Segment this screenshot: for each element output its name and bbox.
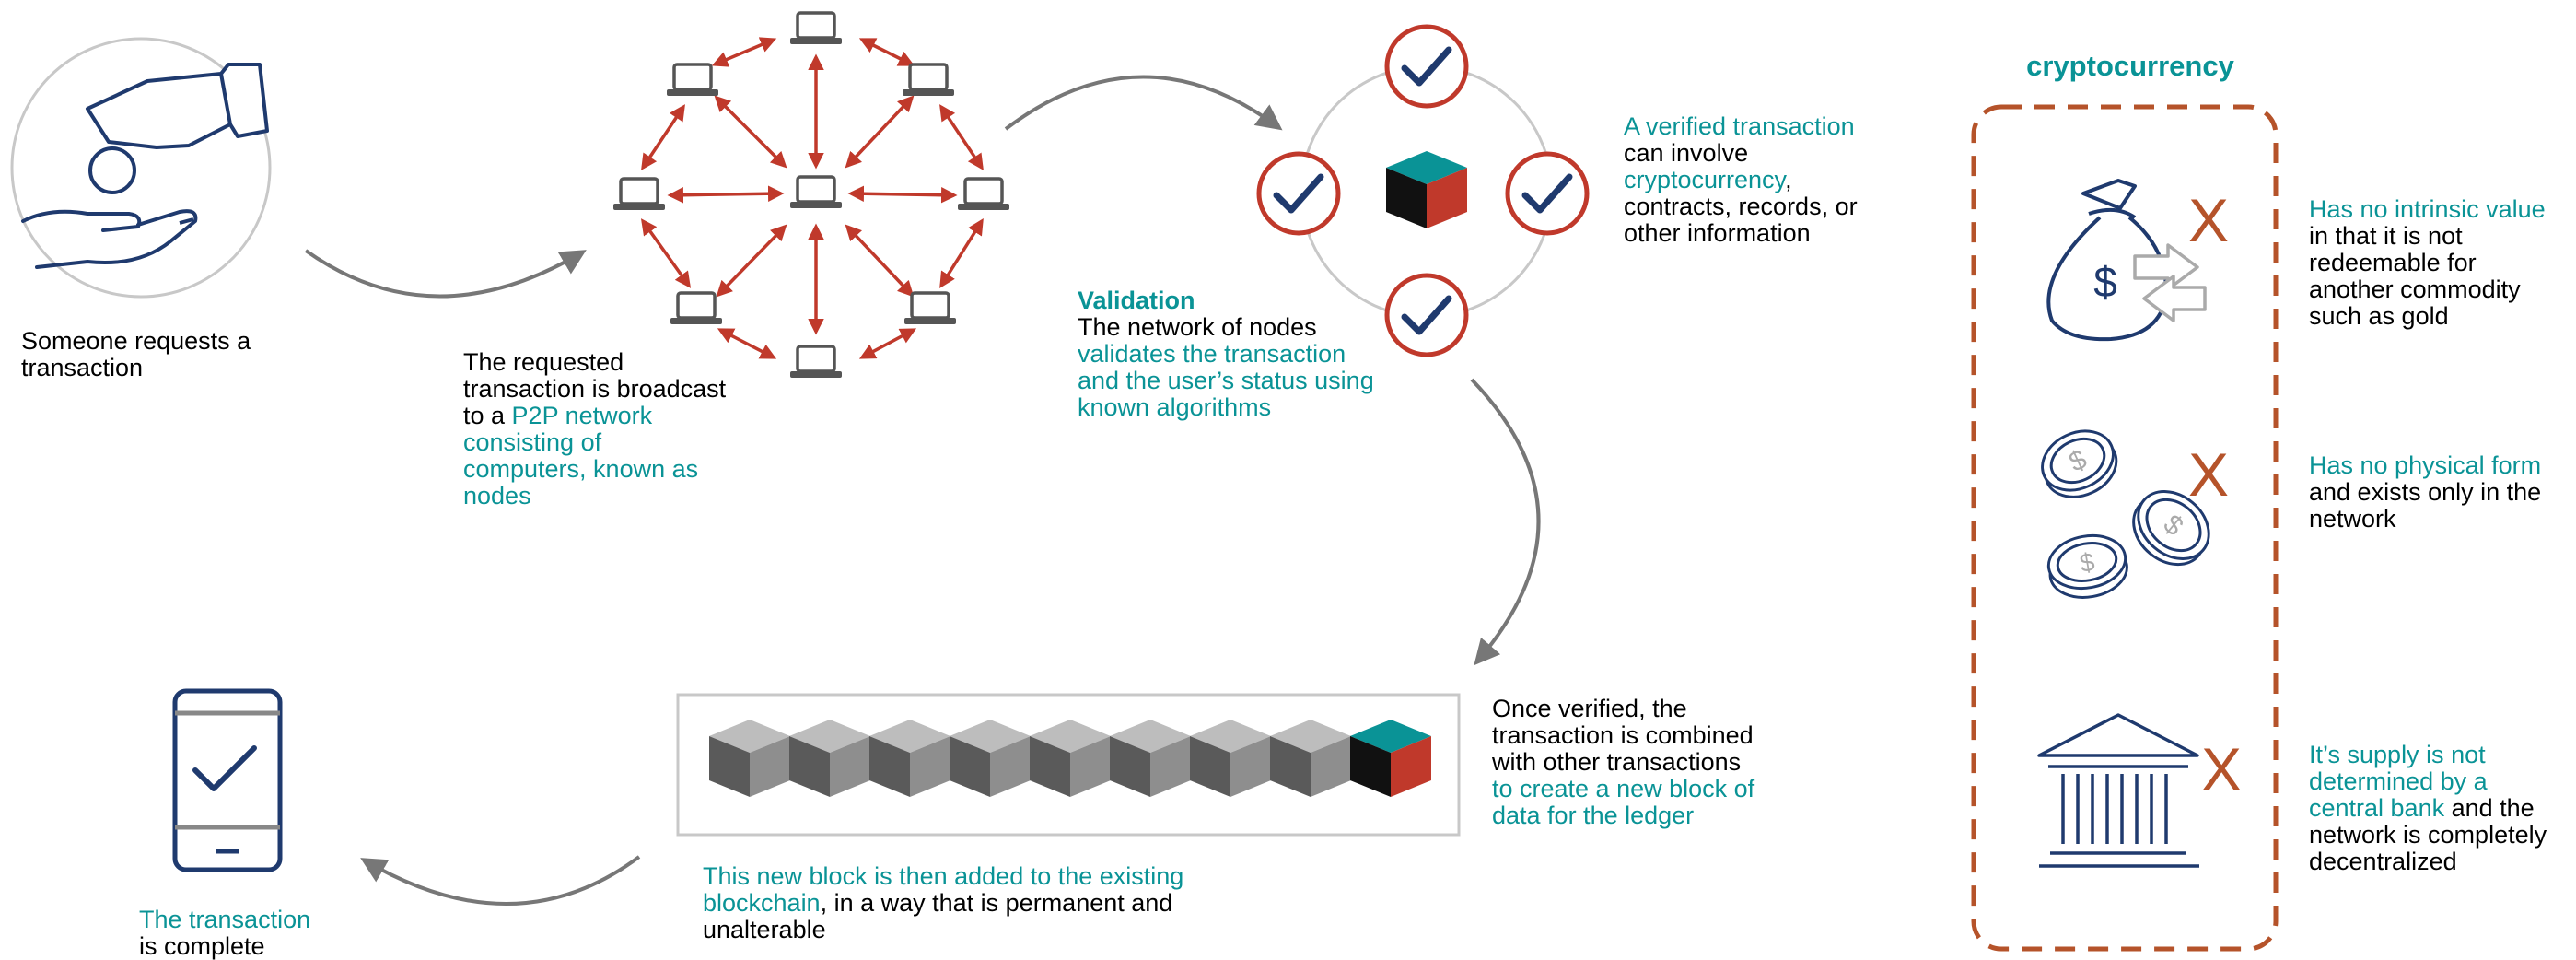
coins-icon: $ $ $ <box>2041 429 2210 599</box>
broadcast-plain: The requested transaction is broadcast t… <box>463 348 727 429</box>
broadcast-teal: P2P network consisting of computers, kno… <box>463 402 699 509</box>
physical-teal: Has no physical form <box>2309 451 2542 479</box>
supply-teal: It’s supply is not determined by a centr… <box>2309 741 2488 822</box>
verified-line1: A verified transaction <box>1624 112 1855 140</box>
supply-plain: and the network is completely decentrali… <box>2309 794 2547 875</box>
step-combined-text: Once verified, the transaction is combin… <box>1492 696 1768 829</box>
step-complete-text: The transaction is complete <box>139 907 379 960</box>
combined-plain: Once verified, the transaction is combin… <box>1492 695 1754 776</box>
arrow-request-to-network <box>304 249 587 299</box>
intrinsic-teal: Has no intrinsic value <box>2309 195 2546 223</box>
complete-plain: is complete <box>139 932 265 960</box>
x-mark-icon: X <box>2201 735 2243 803</box>
arrow-network-to-validation <box>1004 75 1283 131</box>
step-added-text: This new block is then added to the exis… <box>703 863 1218 943</box>
crypto-panel-title: cryptocurrency <box>2026 50 2234 82</box>
crypto-item-supply: It’s supply is not determined by a centr… <box>2309 742 2567 875</box>
physical-plain: and exists only in the network <box>2309 478 2542 533</box>
arrow-validation-to-block <box>1470 378 1541 666</box>
verified-line2: can involve <box>1624 139 1749 167</box>
arrow-block-to-complete <box>360 855 641 906</box>
validation-teal: validates the transaction and the user’s… <box>1078 340 1374 421</box>
crypto-item-intrinsic: Has no intrinsic value in that it is not… <box>2309 196 2567 330</box>
p2p-network-icon <box>612 11 1011 380</box>
bank-building-icon <box>2037 713 2199 868</box>
step-verified-text: A verified transaction can involve crypt… <box>1624 113 1928 247</box>
step-validation-text: Validation The network of nodes validate… <box>1078 287 1391 421</box>
hand-giving-coin-icon <box>10 37 272 299</box>
money-bag-exchange-icon: $ <box>2046 179 2207 342</box>
validation-heading: Validation <box>1078 287 1195 314</box>
crypto-item-physical: Has no physical form and exists only in … <box>2309 452 2567 533</box>
verified-line4: contracts, records, or <box>1624 193 1858 220</box>
crypto-panel-border <box>1971 104 2279 952</box>
added-plain: , in a way that is permanent and unalter… <box>703 889 1173 943</box>
step-request-text: Someone requests a transaction <box>21 328 279 381</box>
validation-plain: The network of nodes <box>1078 313 1317 341</box>
step-broadcast-text: The requested transaction is broadcast t… <box>463 349 730 509</box>
intrinsic-plain: in that it is not redeemable for another… <box>2309 222 2521 330</box>
verified-line3: cryptocurrency <box>1624 166 1786 193</box>
request-label: Someone requests a transaction <box>21 327 251 381</box>
block-chain-icon <box>676 693 1461 837</box>
svg-text:$: $ <box>2078 547 2097 578</box>
x-mark-icon: X <box>2188 440 2230 509</box>
verified-line3-suffix: , <box>1785 166 1792 193</box>
phone-checkmark-icon <box>172 688 283 872</box>
verified-line5: other information <box>1624 219 1811 247</box>
added-teal: This new block is then added to the exis… <box>703 862 1184 917</box>
checkmarks-around-block-icon <box>1259 27 1587 355</box>
svg-text:$: $ <box>2093 258 2117 306</box>
x-mark-icon: X <box>2188 186 2230 254</box>
complete-teal: The transaction <box>139 906 311 933</box>
combined-teal: to create a new block of data for the le… <box>1492 775 1755 829</box>
flow-arrows <box>304 75 1541 906</box>
